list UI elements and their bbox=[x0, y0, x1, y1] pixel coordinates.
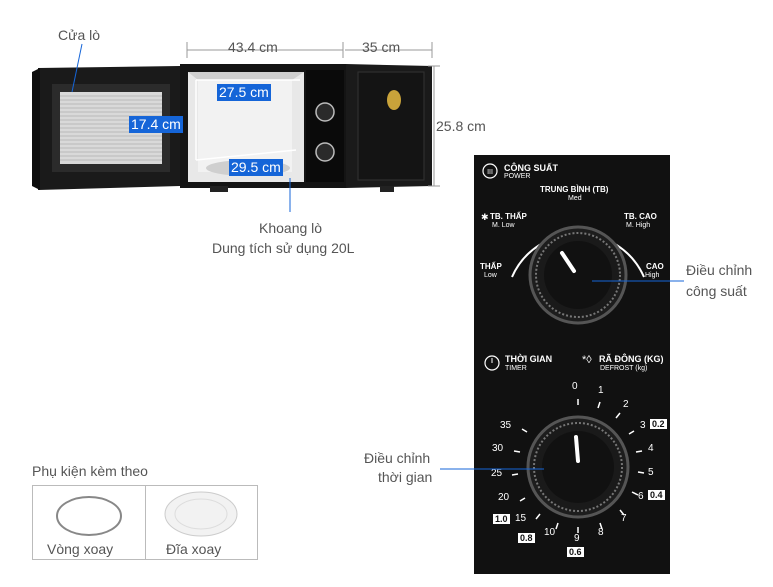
control-panel-graphics: III bbox=[482, 163, 645, 533]
defrost-mark-0-6: 0.6 bbox=[567, 547, 584, 557]
power-mhigh-en: M. High bbox=[626, 222, 651, 229]
defrost-mark-1-0: 1.0 bbox=[493, 514, 510, 524]
capacity-label: Dung tích sử dụng 20L bbox=[212, 240, 355, 256]
defrost-subtitle: DEFROST (kg) bbox=[600, 365, 648, 372]
timer-mark-6: 6 bbox=[638, 491, 644, 502]
timer-mark-30: 30 bbox=[492, 443, 504, 454]
width-dimension: 43.4 cm bbox=[228, 39, 278, 55]
power-med-en: Med bbox=[568, 195, 582, 202]
power-low-vi: THẤP bbox=[480, 262, 502, 271]
timer-mark-20: 20 bbox=[498, 492, 510, 503]
timer-mark-0: 0 bbox=[572, 381, 578, 392]
timer-mark-25: 25 bbox=[491, 468, 503, 479]
control-panel: III bbox=[474, 155, 670, 574]
power-callout-1: Điều chỉnh bbox=[686, 262, 753, 278]
defrost-mark-0-2: 0.2 bbox=[650, 419, 667, 429]
timer-mark-15: 15 bbox=[515, 513, 527, 524]
power-med-vi: TRUNG BÌNH (TB) bbox=[540, 185, 609, 194]
timer-title: THỜI GIAN bbox=[505, 354, 553, 364]
timer-mark-3: 3 bbox=[640, 420, 646, 431]
defrost-title: RÃ ĐÔNG (KG) bbox=[599, 354, 664, 364]
defrost-mark-0-8: 0.8 bbox=[518, 533, 535, 543]
power-callout-2: công suất bbox=[686, 283, 747, 299]
power-high-vi: CAO bbox=[646, 262, 664, 271]
accessory-ring-label: Vòng xoay bbox=[47, 541, 114, 557]
depth-dimension: 35 cm bbox=[362, 39, 401, 55]
timer-mark-10: 10 bbox=[544, 527, 556, 538]
cavity-label: Khoang lò bbox=[259, 220, 323, 236]
timer-mark-7: 7 bbox=[621, 513, 627, 524]
accessories-title: Phụ kiện kèm theo bbox=[32, 463, 148, 479]
height-dimension: 25.8 cm bbox=[436, 118, 486, 134]
defrost-mark-0-4: 0.4 bbox=[648, 490, 665, 500]
power-mhigh-vi: TB. CAO bbox=[624, 212, 657, 221]
cavity-height: 17.4 cm bbox=[129, 116, 183, 133]
timer-mark-35: 35 bbox=[500, 420, 512, 431]
timer-mark-2: 2 bbox=[623, 399, 629, 410]
ring-icon bbox=[56, 496, 122, 536]
power-title: CÔNG SUẤT bbox=[504, 163, 558, 173]
accessories-box: Vòng xoay Đĩa xoay bbox=[32, 485, 258, 560]
timer-mark-4: 4 bbox=[648, 443, 654, 454]
accessory-plate-label: Đĩa xoay bbox=[166, 541, 222, 557]
power-low-en: Low bbox=[484, 272, 497, 279]
defrost-icon: *◊ bbox=[582, 354, 592, 366]
timer-subtitle: TIMER bbox=[505, 365, 527, 372]
power-high-en: High bbox=[645, 272, 660, 279]
timer-mark-9: 9 bbox=[574, 533, 580, 544]
cavity-width: 27.5 cm bbox=[217, 84, 271, 101]
timer-mark-5: 5 bbox=[648, 467, 654, 478]
plate-icon bbox=[164, 491, 238, 537]
timer-callout-1: Điều chỉnh bbox=[364, 450, 431, 466]
door-label: Cửa lò bbox=[58, 27, 101, 43]
svg-text:III: III bbox=[487, 169, 493, 176]
timer-mark-1: 1 bbox=[598, 385, 604, 396]
power-subtitle: POWER bbox=[504, 173, 531, 180]
cavity-depth: 29.5 cm bbox=[229, 159, 283, 176]
defrost-snow-icon: ✱ bbox=[481, 212, 489, 222]
power-mlow-en: M. Low bbox=[492, 222, 515, 229]
timer-callout-2: thời gian bbox=[378, 469, 433, 485]
accessory-plate: Đĩa xoay bbox=[146, 486, 257, 559]
power-mlow-vi: TB. THẤP bbox=[490, 212, 527, 221]
timer-mark-8: 8 bbox=[598, 527, 604, 538]
accessory-ring: Vòng xoay bbox=[33, 486, 146, 559]
